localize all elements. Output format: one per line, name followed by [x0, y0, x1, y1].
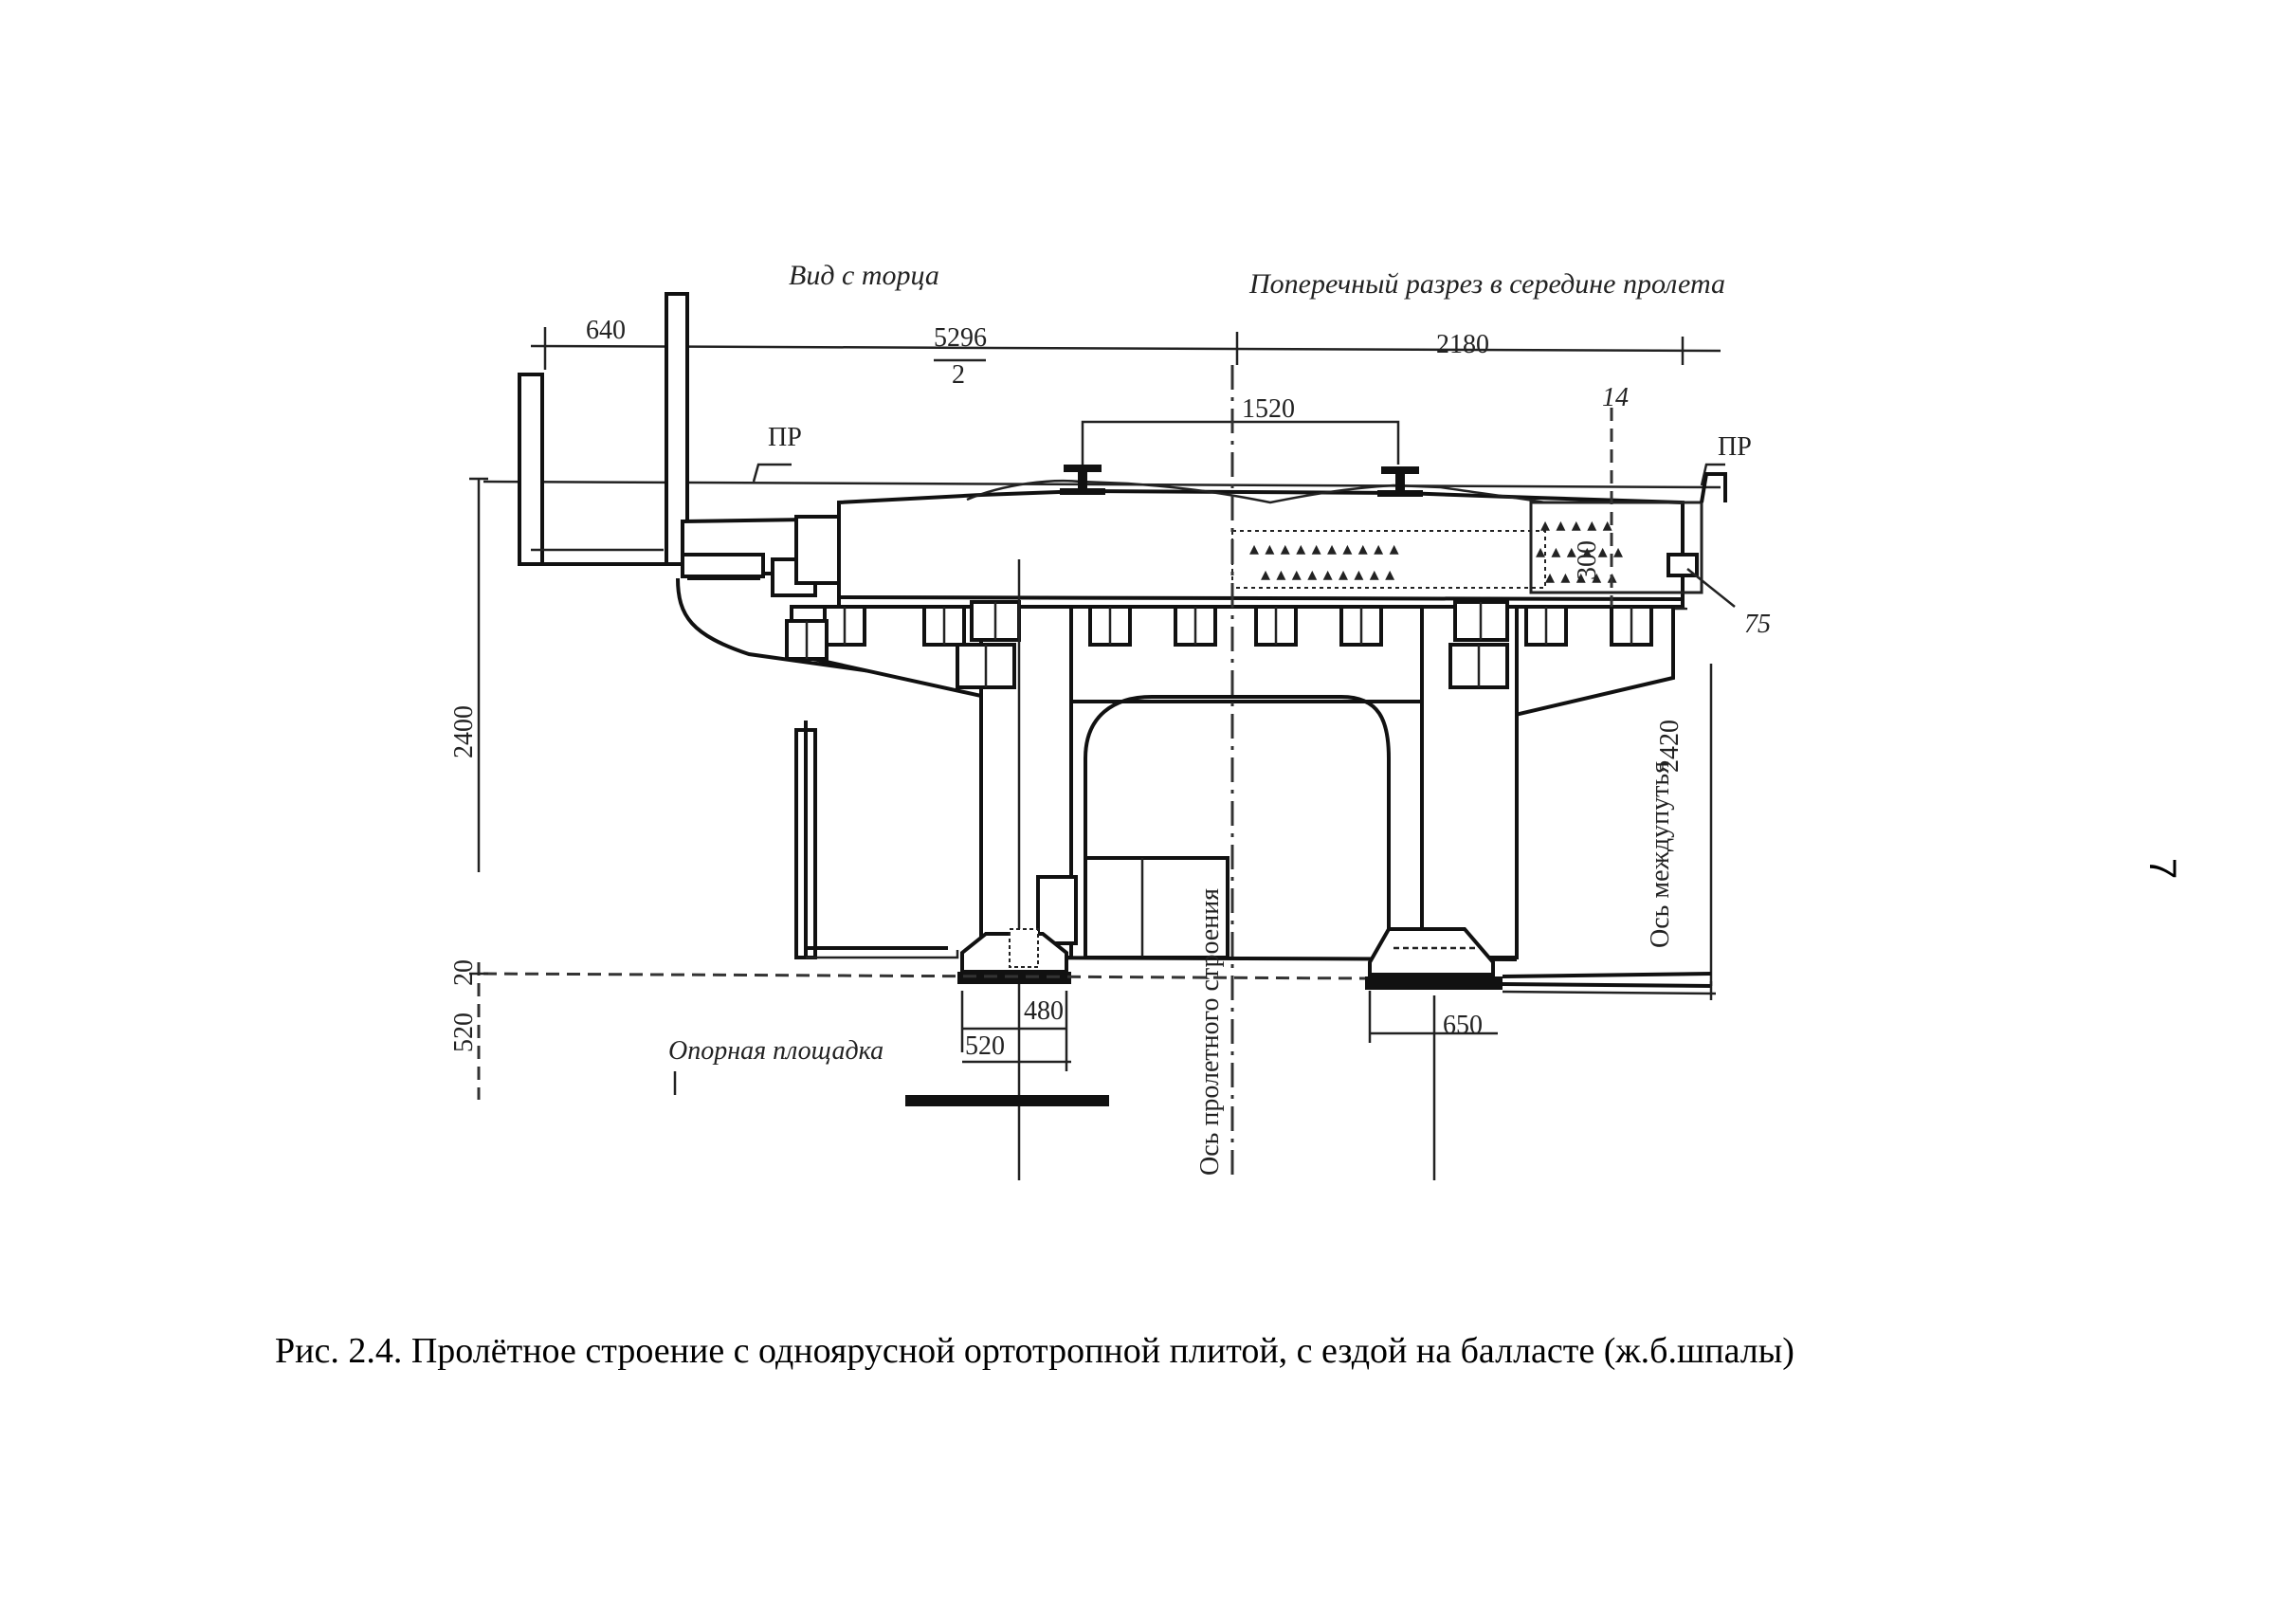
svg-text:▴ ▴ ▴ ▴ ▴: ▴ ▴ ▴ ▴ ▴	[1545, 565, 1617, 588]
dim-650: 650	[1443, 1011, 1483, 1040]
ballast-hatching: ▴ ▴ ▴ ▴ ▴ ▴ ▴ ▴ ▴ ▴ ▴ ▴ ▴ ▴ ▴ ▴ ▴ ▴ ▴ ▴ …	[1231, 501, 1703, 594]
left-railing	[518, 292, 760, 580]
left-lower-railing	[794, 721, 959, 959]
dim-640: 640	[586, 316, 626, 345]
track-gauge-dimension	[1081, 420, 1400, 465]
figure-caption: Рис. 2.4. Пролётное строение с одноярусн…	[275, 1331, 1794, 1371]
cross-section-header: Поперечный разрез в середине пролета	[1248, 268, 1725, 300]
dim-480: 480	[1024, 996, 1064, 1026]
ballast-profile	[966, 479, 1546, 504]
bearing-pad-bar	[905, 1095, 1109, 1106]
page-number: 7	[2141, 858, 2183, 879]
svg-text:▴ ▴ ▴ ▴ ▴ ▴ ▴ ▴ ▴: ▴ ▴ ▴ ▴ ▴ ▴ ▴ ▴ ▴	[1261, 562, 1394, 585]
stiffeners-web	[956, 643, 1509, 945]
dim-1520: 1520	[1242, 394, 1295, 424]
dim-2180: 2180	[1436, 330, 1489, 359]
deck-plate	[833, 488, 1688, 611]
pr-level-line	[483, 480, 1721, 489]
svg-text:▴ ▴ ▴ ▴ ▴ ▴ ▴ ▴ ▴ ▴: ▴ ▴ ▴ ▴ ▴ ▴ ▴ ▴ ▴ ▴	[1249, 537, 1399, 559]
dim-520-left: 520	[449, 1013, 479, 1052]
pr-right-marker	[1700, 463, 1725, 486]
inter-track-axis-label: Ось междупутья	[1646, 761, 1675, 948]
bearing-area-label: Опорная площадка	[668, 1036, 883, 1066]
svg-text:▴ ▴ ▴ ▴ ▴: ▴ ▴ ▴ ▴ ▴	[1540, 513, 1612, 536]
dim-520: 520	[965, 1031, 1005, 1061]
pr-right-label: ПР	[1718, 432, 1752, 462]
rail-right	[1377, 466, 1423, 497]
end-view-header: Вид с торца	[789, 260, 939, 291]
dim-20: 20	[449, 959, 479, 986]
dim-2420: 2420	[1655, 720, 1685, 773]
pr-left-label: ПР	[768, 423, 802, 452]
left-vertical-dimension	[469, 477, 488, 1100]
right-edge-railing	[1667, 472, 1736, 608]
bearing-left	[957, 928, 1071, 984]
top-dimension-line	[530, 327, 1721, 370]
dim-5296-divisor: 2	[952, 360, 965, 390]
svg-text:▴ ▴ ▴ ▴ ▴ ▴: ▴ ▴ ▴ ▴ ▴ ▴	[1536, 539, 1623, 562]
dim-300: 300	[1573, 540, 1602, 580]
rail-left	[1060, 465, 1105, 495]
bearing-right	[1365, 927, 1503, 990]
dim-75: 75	[1744, 610, 1771, 639]
pr-left-marker	[752, 463, 792, 483]
stiffeners-top-row	[785, 600, 1653, 661]
span-axis-label: Ось пролетного строения	[1195, 888, 1225, 1176]
dim-5296: 5296	[934, 323, 987, 353]
dim-2400: 2400	[449, 705, 479, 758]
bearing-base-line	[483, 972, 1717, 995]
bearing-dimensions	[960, 991, 1498, 1071]
dim-14: 14	[1602, 383, 1629, 412]
